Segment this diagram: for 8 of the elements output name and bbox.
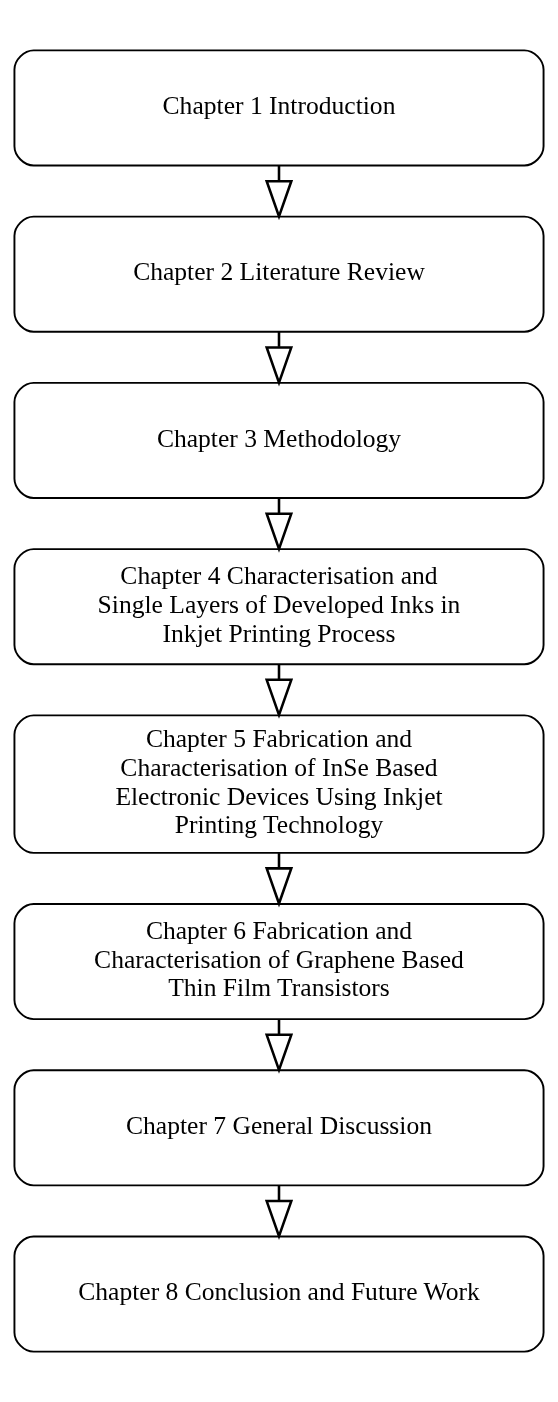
node-box: Chapter 4 Characterisation and Single Layers of Developed Inks in Inkjet Printing Process — [13, 548, 545, 666]
node-box: Chapter 6 Fabrication and Characterisation of Graphene Based Thin Film Transistors — [13, 903, 545, 1021]
node-box: Chapter 7 General Discussion — [13, 1069, 545, 1187]
node-box: Chapter 8 Conclusion and Future Work — [13, 1235, 545, 1353]
node-box: Chapter 1 Introduction — [13, 49, 545, 167]
node-box: Chapter 3 Methodology — [13, 381, 545, 499]
node-box: Chapter 5 Fabrication and Characterisation of InSe Based Electronic Devices Using Inkjet Printing Technology — [13, 714, 545, 854]
node-box: Chapter 2 Literature Review — [13, 215, 545, 333]
